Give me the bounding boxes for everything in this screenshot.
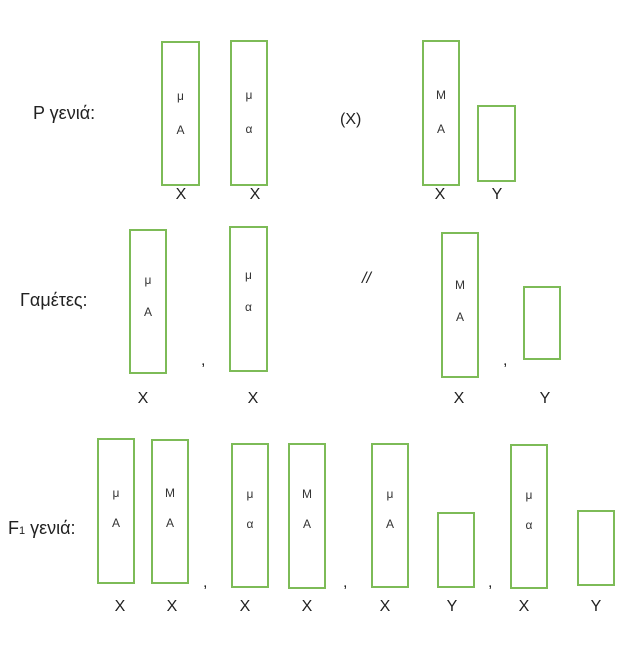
gene-allele-label: μ bbox=[245, 88, 253, 102]
f1-label-subscript: 1 bbox=[19, 525, 26, 537]
separator-comma: , bbox=[488, 574, 493, 591]
gene-allele-label: A bbox=[385, 517, 394, 531]
gene-allele-label: M bbox=[302, 487, 312, 501]
y-chromosome bbox=[577, 510, 615, 586]
f1-generation-label: F1 γενιά: bbox=[8, 518, 76, 539]
sex-chromosome-label: Y bbox=[590, 598, 602, 615]
y-chromosome bbox=[437, 512, 475, 588]
sex-chromosome-label: X bbox=[247, 390, 259, 407]
sex-chromosome-label: Y bbox=[446, 598, 458, 615]
gene-allele-label: α bbox=[245, 300, 252, 314]
gene-allele-label: A bbox=[455, 310, 464, 324]
y-chromosome bbox=[523, 286, 561, 360]
gene-allele-label: A bbox=[436, 122, 445, 136]
p-generation-label: P γενιά: bbox=[33, 103, 96, 123]
gene-allele-label: α bbox=[245, 122, 253, 136]
sex-chromosome-label: X bbox=[166, 598, 178, 615]
separator-comma: , bbox=[203, 574, 208, 591]
sex-chromosome-label: X bbox=[249, 186, 261, 203]
f1-label-letter: F bbox=[8, 518, 19, 538]
gene-allele-label: A bbox=[302, 517, 311, 531]
separator-comma: , bbox=[503, 352, 508, 369]
gene-allele-label: α bbox=[525, 518, 533, 532]
sex-chromosome-label: X bbox=[114, 598, 126, 615]
sex-chromosome-label: X bbox=[434, 186, 446, 203]
sex-chromosome-label: X bbox=[379, 598, 391, 615]
gene-allele-label: μ bbox=[525, 488, 533, 502]
gene-allele-label: μ bbox=[112, 486, 120, 500]
gene-allele-label: α bbox=[246, 517, 254, 531]
sex-chromosome-label: X bbox=[175, 186, 187, 203]
gene-allele-label: μ bbox=[144, 273, 152, 287]
gene-allele-label: A bbox=[165, 516, 174, 530]
gametes-label: Γαμέτες: bbox=[20, 290, 88, 310]
gene-allele-label: μ bbox=[177, 89, 184, 103]
sex-chromosome-label: X bbox=[518, 598, 530, 615]
gamete-divider: // bbox=[362, 270, 371, 287]
f1-label-text: γενιά: bbox=[25, 518, 76, 538]
sex-chromosome-label: X bbox=[137, 390, 149, 407]
sex-chromosome-label: Y bbox=[491, 186, 503, 203]
separator-comma: , bbox=[343, 574, 348, 591]
gene-allele-label: μ bbox=[246, 487, 254, 501]
gene-allele-label: M bbox=[436, 88, 446, 102]
y-chromosome bbox=[477, 105, 516, 182]
gene-allele-label: A bbox=[143, 305, 152, 319]
gene-allele-label: M bbox=[455, 278, 465, 292]
sex-chromosome-label: X bbox=[453, 390, 465, 407]
sex-chromosome-label: X bbox=[301, 598, 313, 615]
sex-chromosome-label: Y bbox=[539, 390, 551, 407]
sex-chromosome-label: X bbox=[239, 598, 251, 615]
gene-allele-label: μ bbox=[245, 268, 252, 282]
separator-comma: , bbox=[201, 352, 206, 369]
gene-allele-label: M bbox=[165, 486, 175, 500]
gene-allele-label: μ bbox=[386, 487, 394, 501]
gene-allele-label: A bbox=[111, 516, 120, 530]
gene-allele-label: A bbox=[176, 123, 185, 137]
cross-symbol: (X) bbox=[340, 111, 362, 128]
